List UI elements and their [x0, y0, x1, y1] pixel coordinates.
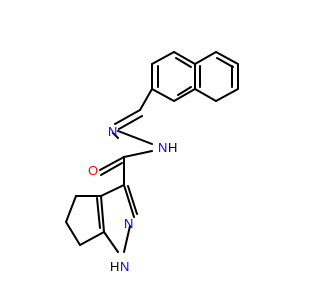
- bond: [65, 221, 81, 246]
- nitrogen-atom-pyrazole-nh: N: [120, 259, 130, 274]
- bond: [175, 57, 192, 68]
- bond: [127, 185, 138, 215]
- bond: [100, 184, 125, 197]
- bond: [114, 109, 141, 125]
- oxygen-atom: O: [88, 163, 99, 178]
- bond: [215, 88, 239, 102]
- bond: [96, 197, 101, 229]
- bond: [139, 88, 153, 111]
- bond: [151, 88, 175, 102]
- bond: [216, 57, 234, 68]
- hydrogen-atom-amide: H: [168, 140, 178, 155]
- molecule-canvas: O N N H N H N: [65, 51, 239, 274]
- bond: [194, 88, 217, 102]
- bond: [99, 156, 125, 171]
- bond: [215, 51, 239, 65]
- bond: [118, 115, 143, 130]
- molecule-structure: [65, 51, 239, 253]
- bond: [100, 195, 105, 233]
- bond: [123, 150, 153, 158]
- hydrogen-atom-pyrazole: H: [110, 259, 120, 274]
- nitrogen-atom-pyrazole: N: [124, 216, 134, 231]
- bond: [79, 231, 105, 246]
- bond: [100, 162, 123, 176]
- bond: [194, 51, 217, 65]
- bond: [112, 132, 119, 139]
- bond: [123, 225, 131, 253]
- bond: [177, 86, 192, 96]
- bond: [117, 130, 153, 145]
- nitrogen-atom-amide: N: [158, 140, 168, 155]
- bond: [65, 195, 77, 223]
- bond: [151, 51, 175, 65]
- bond: [123, 184, 135, 218]
- bond: [173, 51, 196, 65]
- bond: [103, 231, 119, 253]
- bond: [173, 88, 196, 102]
- nitrogen-atom-imine: N: [108, 124, 118, 139]
